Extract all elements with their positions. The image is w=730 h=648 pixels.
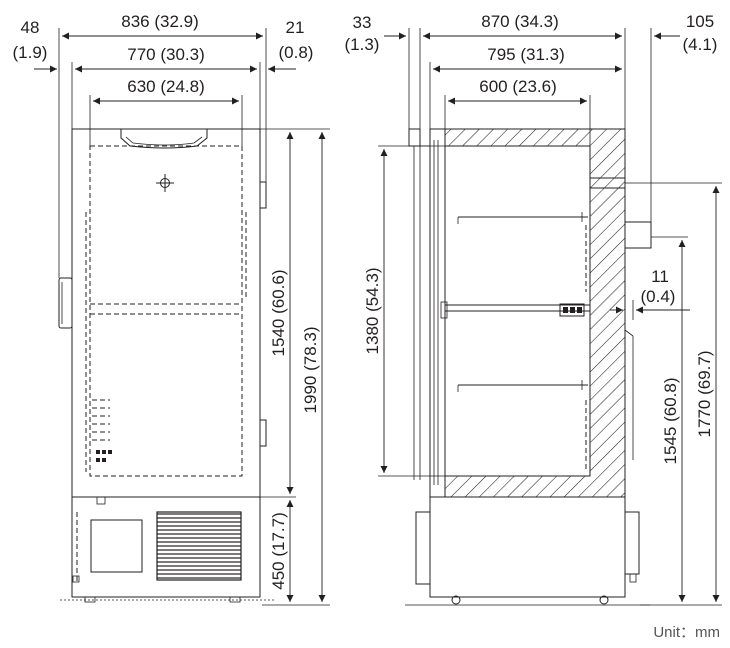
- handle-depth-in: (1.9): [13, 43, 48, 62]
- side-view: 33 (1.3) 870 (34.3) 795 (31.3) 600 (23.6…: [345, 12, 722, 606]
- cabinet-depth-label: 795 (31.3): [487, 45, 565, 64]
- rear-box: [624, 511, 640, 575]
- rear-port-in: (4.1): [683, 35, 718, 54]
- overall-depth-label: 870 (34.3): [481, 12, 559, 31]
- side-base: [429, 496, 626, 598]
- rear-port-side: [624, 221, 652, 249]
- door-height-label: 1540 (60.6): [269, 270, 288, 357]
- rear-port-mm: 105: [686, 12, 714, 31]
- control-panel: [92, 399, 112, 462]
- inner-compartment: [89, 145, 243, 477]
- hinge-depth-mm: 21: [286, 18, 305, 37]
- inner-height-label: 1380 (54.3): [363, 268, 382, 355]
- overall-width-label: 836 (32.9): [121, 12, 199, 31]
- gap-in: (0.4): [641, 287, 676, 306]
- port-height-label: 1545 (60.8): [661, 378, 680, 465]
- lock-icon: [156, 174, 174, 192]
- vent-grille: [156, 511, 242, 581]
- inner-width-label: 630 (24.8): [127, 77, 205, 96]
- shelves: [445, 212, 590, 392]
- gap-mm: 11: [651, 267, 669, 286]
- side-door-offset-mm: 33: [353, 13, 372, 32]
- side-door-offset-in: (1.3): [345, 35, 380, 54]
- caster-front: [451, 595, 461, 605]
- cabinet-width-label: 770 (30.3): [127, 45, 205, 64]
- handle-depth-mm: 48: [21, 18, 40, 37]
- unit-label: Unit：mm: [653, 624, 720, 641]
- front-view: 836 (32.9) 770 (30.3) 630 (24.8) 48 (1.9…: [13, 12, 330, 606]
- connector-block: [559, 303, 585, 317]
- door-handle: [58, 277, 73, 329]
- port-top-height-label: 1770 (69.7): [695, 351, 714, 438]
- lower-hinge: [259, 419, 267, 447]
- inner-depth-label: 600 (23.6): [479, 77, 557, 96]
- side-handle: [408, 128, 421, 147]
- side-door: [429, 128, 446, 498]
- base-height-label: 450 (17.7): [269, 512, 288, 590]
- caster-rear: [599, 595, 609, 605]
- insulation-wall: [444, 128, 626, 498]
- upper-hinge: [259, 181, 267, 209]
- base-small-panel: [90, 519, 143, 573]
- hinge-depth-in: (0.8): [279, 43, 314, 62]
- total-height-label: 1990 (78.3): [301, 327, 320, 414]
